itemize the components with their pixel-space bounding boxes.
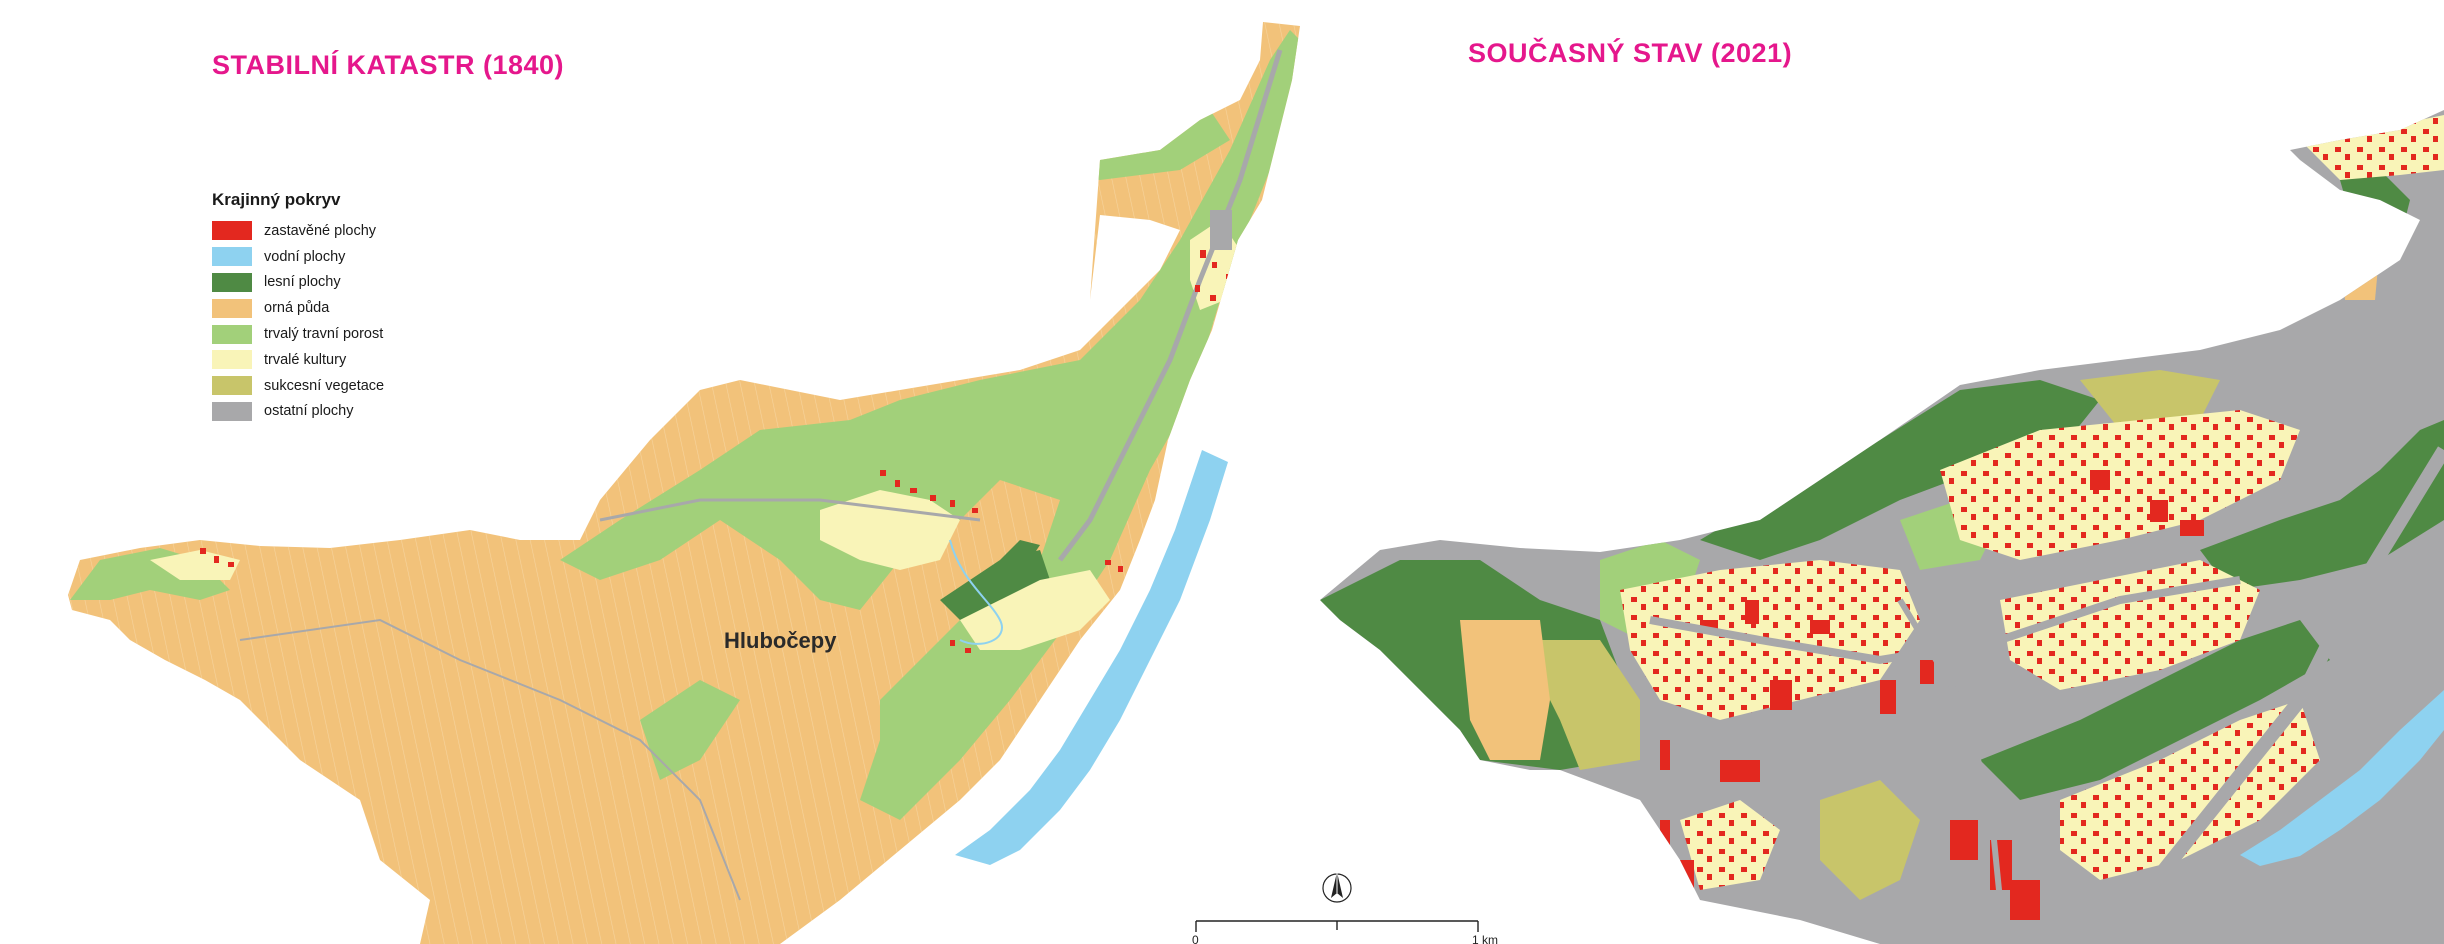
scale-bar: 0 1 km — [1192, 920, 1498, 944]
scale-label-start: 0 — [1192, 933, 1199, 944]
residential-area — [1680, 800, 1780, 890]
legend-swatch — [212, 376, 252, 396]
legend-heading: Krajinný pokryv — [212, 190, 341, 209]
legend-label: ostatní plochy — [264, 403, 354, 420]
forest-area — [1000, 540, 1040, 560]
permanent-crops-area — [820, 490, 960, 570]
succession-area — [1520, 640, 1640, 770]
legend-label: sukcesní vegetace — [264, 377, 385, 394]
legend-swatch — [212, 324, 252, 344]
legend-item-grassland: trvalý travní porost — [212, 321, 384, 347]
historic-map — [68, 22, 1300, 944]
arable-area — [1460, 620, 1550, 760]
grassland-area — [640, 680, 740, 780]
residential-area — [2300, 115, 2444, 180]
legend-label: vodní plochy — [264, 248, 346, 265]
legend-item-permanent-crops: trvalé kultury — [212, 347, 384, 373]
legend-swatch — [212, 221, 252, 241]
residential-area — [1940, 410, 2300, 560]
forest-area — [940, 550, 1050, 620]
road — [2134, 446, 2444, 905]
legend-item-arable: orná půda — [212, 295, 384, 321]
current-map — [1320, 110, 2444, 944]
grassland-area — [560, 30, 1300, 820]
scale-label-end: 1 km — [1472, 933, 1498, 944]
legend-swatch — [212, 272, 252, 292]
permanent-crops-area — [960, 570, 1110, 650]
residential-area — [2000, 560, 2260, 690]
succession-area — [1820, 780, 1920, 900]
road — [599, 498, 981, 522]
other-area — [1210, 210, 1232, 250]
legend-swatch — [212, 401, 252, 421]
legend-label: zastavěné plochy — [264, 222, 377, 239]
legend-swatch — [212, 350, 252, 370]
arable-area — [2340, 240, 2380, 300]
map-title-current: SOUČASNÝ STAV (2021) — [1468, 38, 1793, 68]
legend-label: lesní plochy — [264, 274, 341, 291]
road — [1058, 49, 1283, 562]
legend-label: trvalé kultury — [264, 351, 347, 368]
place-name-hlubocepy: Hlubočepy — [724, 628, 837, 653]
legend-item-succession: sukcesní vegetace — [212, 373, 384, 399]
road — [239, 618, 741, 901]
legend-item-forest: lesní plochy — [212, 270, 384, 296]
grassland-area — [880, 600, 1000, 760]
map-title-historic: STABILNÍ KATASTR (1840) — [212, 50, 565, 80]
road — [1897, 598, 2003, 901]
legend-label: orná půda — [264, 300, 330, 317]
residential-area — [2060, 700, 2320, 880]
legend-label: trvalý travní porost — [264, 326, 384, 343]
forest-area — [1700, 380, 2100, 560]
vltava-river-right — [2240, 690, 2444, 866]
stream — [949, 539, 1003, 645]
legend-item-water: vodní plochy — [212, 244, 384, 270]
succession-area — [2080, 370, 2220, 430]
legend: Krajinný pokryv zastavěné plochy vodní p… — [212, 190, 384, 424]
legend-swatch — [212, 298, 252, 318]
road — [1649, 576, 2241, 665]
forest-area — [1980, 620, 2330, 800]
legend-item-built-up: zastavěné plochy — [212, 218, 384, 244]
legend-item-other: ostatní plochy — [212, 399, 384, 425]
vltava-river-left — [955, 450, 1228, 865]
north-arrow-icon — [1322, 872, 1352, 903]
legend-swatch — [212, 247, 252, 267]
